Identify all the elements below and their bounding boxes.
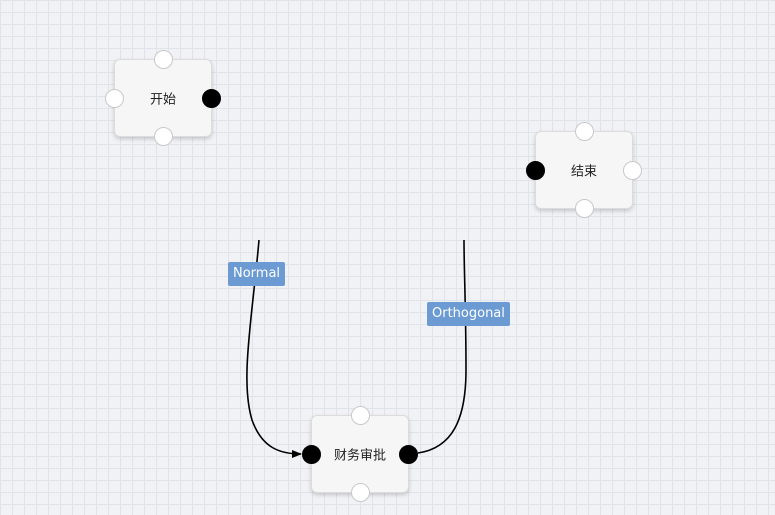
port-end-top[interactable]: [574, 122, 594, 141]
node-end[interactable]: 结束: [526, 122, 642, 218]
port-end-left[interactable]: [526, 160, 545, 180]
port-finance-left[interactable]: [302, 444, 321, 464]
port-start-left[interactable]: [105, 88, 124, 108]
node-finance-approval-label: 财务审批: [333, 448, 386, 464]
port-start-top[interactable]: [153, 50, 173, 69]
node-start-label: 开始: [149, 92, 176, 108]
node-end-label: 结束: [570, 164, 597, 180]
node-finance-approval[interactable]: 财务审批: [302, 406, 418, 502]
port-start-right[interactable]: [202, 88, 221, 108]
edge-normal-path[interactable]: [246, 239, 302, 458]
node-start[interactable]: 开始: [105, 50, 221, 146]
port-end-bottom[interactable]: [574, 199, 594, 218]
edge-orthogonal-path[interactable]: [417, 239, 467, 454]
port-finance-top[interactable]: [350, 406, 370, 425]
port-finance-right[interactable]: [399, 444, 418, 464]
edge-label-normal[interactable]: Normal: [228, 262, 286, 286]
edge-label-orthogonal[interactable]: Orthogonal: [427, 302, 510, 326]
port-finance-bottom[interactable]: [350, 483, 370, 502]
port-start-bottom[interactable]: [153, 127, 173, 146]
port-end-right[interactable]: [623, 160, 642, 180]
